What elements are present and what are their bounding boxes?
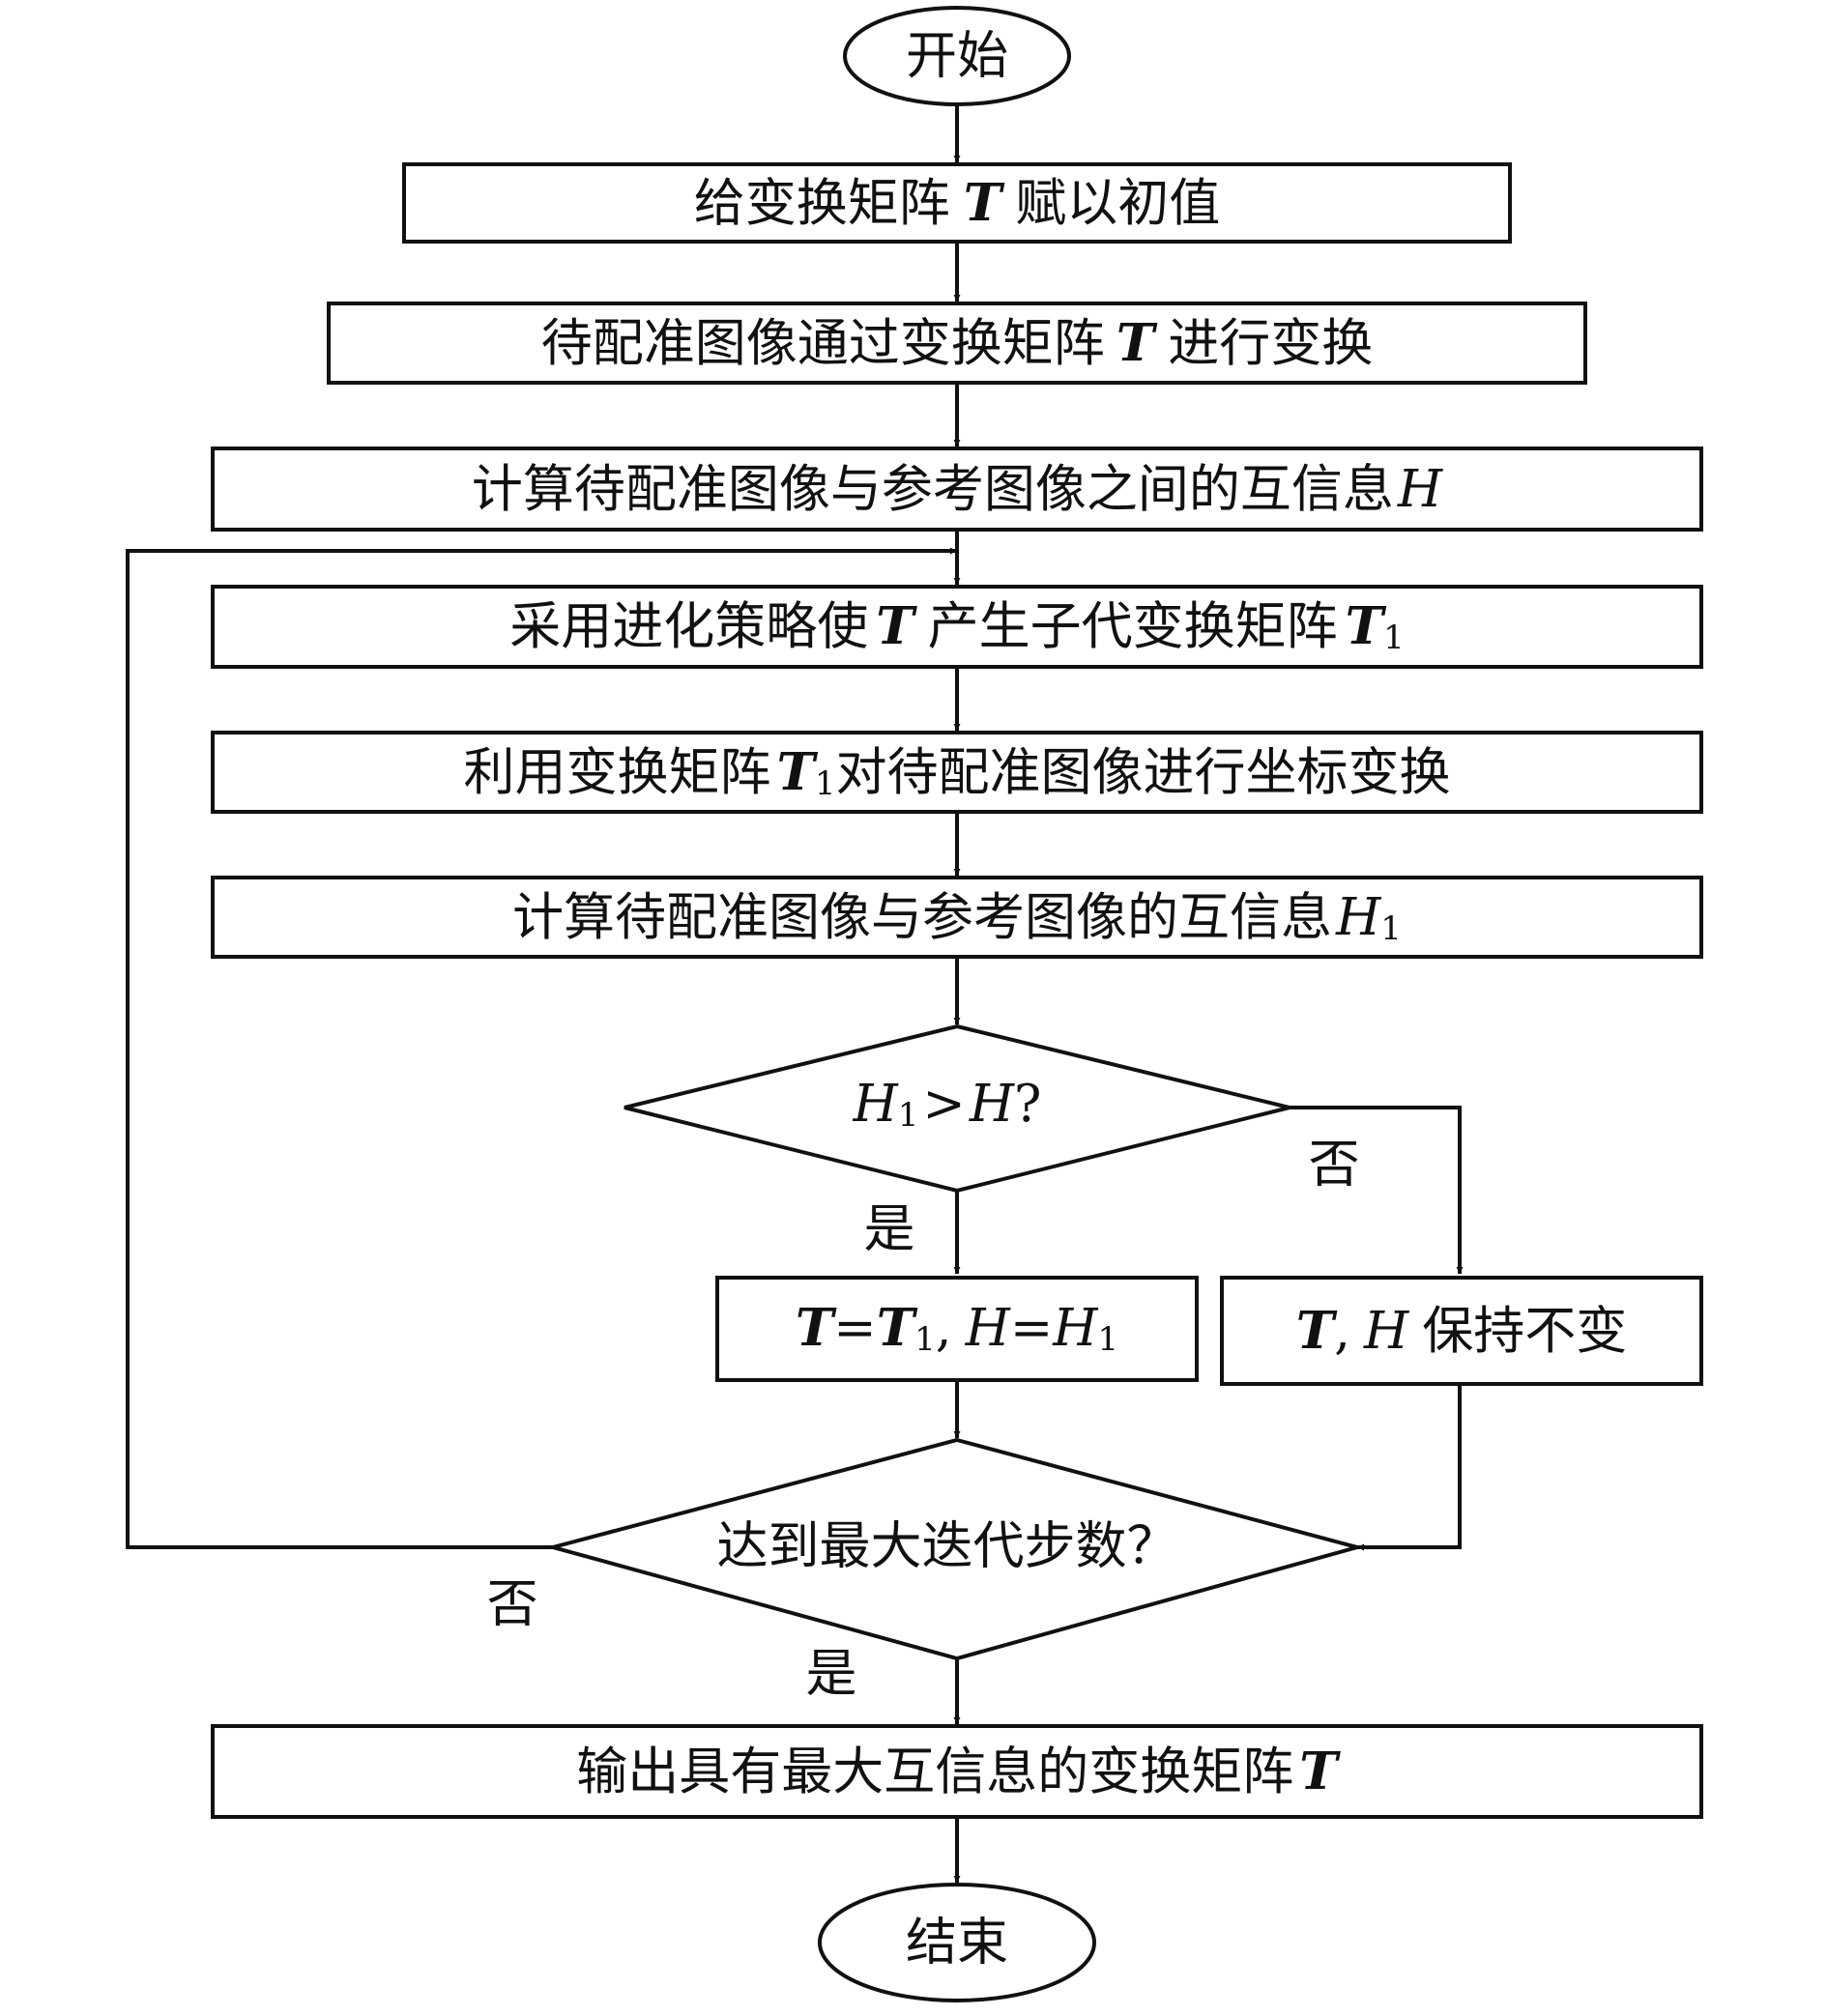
start-node xyxy=(843,6,1071,106)
update-box xyxy=(715,1276,1199,1382)
compute-h1-label: 计算待配准图像与参考图像的互信息H1 xyxy=(512,888,1402,949)
start-label: 开始 xyxy=(906,27,1008,86)
edge-decision1-no xyxy=(1290,1106,1464,1274)
keep-box xyxy=(1220,1276,1703,1386)
decision1-label: H1>H? xyxy=(853,1075,1042,1136)
evolve-box xyxy=(211,585,1703,669)
edge-keep-to-decision2 xyxy=(1357,1384,1462,1551)
edge-decision2-no-loop xyxy=(126,547,957,1549)
output-box xyxy=(211,1724,1703,1819)
transform-box xyxy=(327,302,1587,385)
end-node xyxy=(818,1883,1096,2002)
compute-h-label: 计算待配准图像与参考图像之间的互信息H xyxy=(472,460,1444,519)
end-label: 结束 xyxy=(906,1914,1008,1973)
decision2-label: 达到最大迭代步数？ xyxy=(717,1517,1178,1576)
decision2-diamond xyxy=(545,1437,1365,1661)
connectors xyxy=(126,104,1464,1883)
init-box xyxy=(402,162,1512,244)
decision1-yes-label: 是 xyxy=(864,1200,915,1259)
decision2-yes-label: 是 xyxy=(806,1645,857,1704)
coord-box xyxy=(211,731,1703,814)
update-label: T=T1,H=H1 xyxy=(796,1298,1118,1359)
decision1-no-label: 否 xyxy=(1309,1136,1360,1195)
decision1-diamond xyxy=(624,1023,1290,1194)
compute-h-box xyxy=(211,446,1703,532)
decision2-no-label: 否 xyxy=(487,1575,538,1634)
compute-h1-box xyxy=(211,876,1703,959)
